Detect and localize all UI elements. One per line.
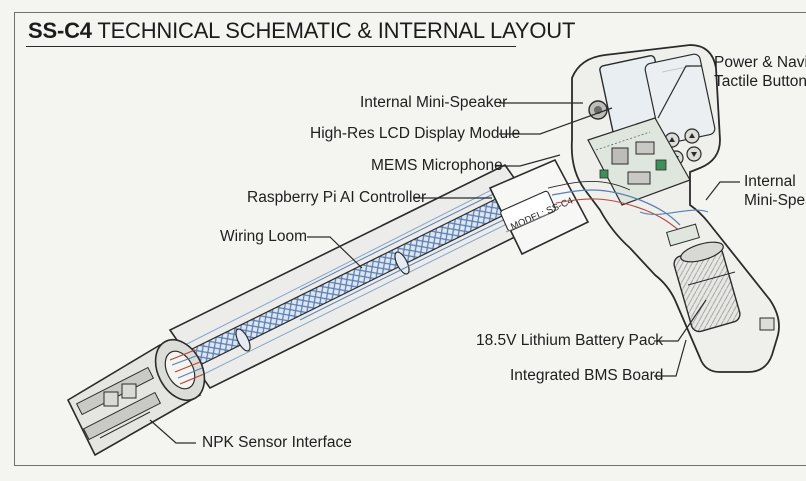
title-underline xyxy=(26,46,516,47)
label-lcd-module: High-Res LCD Display Module xyxy=(310,125,521,142)
title-text: TECHNICAL SCHEMATIC & INTERNAL LAYOUT xyxy=(97,18,576,43)
label-bms-board: Integrated BMS Board xyxy=(510,367,664,384)
label-power-nav-line2: Tactile Buttons xyxy=(714,73,806,90)
label-npk-sensor: NPK Sensor Interface xyxy=(202,434,352,451)
device-head xyxy=(547,44,780,373)
label-rpi-controller: Raspberry Pi AI Controller xyxy=(247,189,427,206)
label-power-nav-line1: Power & Navig xyxy=(714,54,806,71)
page-title: SS-C4 TECHNICAL SCHEMATIC & INTERNAL LAY… xyxy=(28,18,575,44)
bms-board xyxy=(666,223,700,247)
label-speaker-left: Internal Mini-Speaker xyxy=(360,94,508,111)
label-wiring-loom: Wiring Loom xyxy=(220,228,307,245)
controller-housing: MODEL: SS-C4 xyxy=(488,158,590,256)
leader-lines xyxy=(149,65,740,444)
label-battery-pack: 18.5V Lithium Battery Pack xyxy=(476,332,663,349)
wiring-loom-graphic xyxy=(189,184,521,366)
label-mems-microphone: MEMS Microphone xyxy=(371,157,503,174)
pcb-board xyxy=(587,117,691,206)
drawing-frame xyxy=(14,12,806,466)
model-name: SS-C4 xyxy=(28,18,92,43)
label-speaker-right-line1: Internal xyxy=(744,173,796,190)
npk-sensor-head xyxy=(66,338,206,457)
internal-wires xyxy=(547,181,709,236)
battery-pack xyxy=(666,223,741,333)
label-speaker-right-line2: Mini-Spea xyxy=(744,192,806,209)
